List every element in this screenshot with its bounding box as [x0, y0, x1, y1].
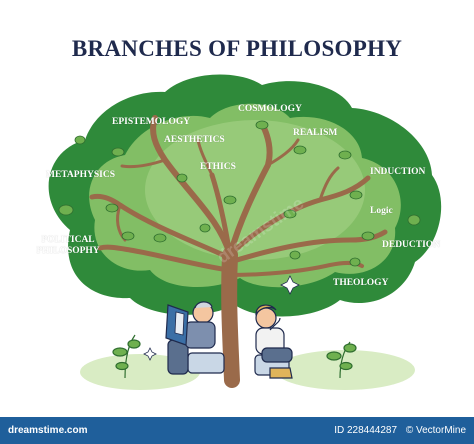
tree-trunk: [89, 115, 388, 388]
plant-left: [112, 334, 141, 379]
branch-label-induction: INDUCTION: [370, 167, 426, 177]
branch-label-political-line2: PHILOSOPHY: [36, 246, 100, 256]
branch-label-theology: THEOLOGY: [333, 278, 389, 288]
branch-label-political-philosophy: POLITICAL PHILOSOPHY: [34, 235, 102, 257]
plant-right: [326, 341, 357, 379]
sparkle-icon: [143, 275, 300, 361]
footer-author: © VectorMine: [405, 425, 466, 436]
branch-label-epistemology: EPISTEMOLOGY: [112, 117, 191, 127]
person-reading: [165, 301, 225, 375]
page-title: BRANCHES OF PHILOSOPHY: [71, 36, 403, 61]
branch-label-ethics: ETHICS: [200, 162, 236, 172]
footer-brand[interactable]: dreamstime.com: [8, 425, 88, 436]
branch-label-realism: REALISM: [293, 128, 338, 138]
footer-meta: ID 228444287 © VectorMine: [328, 425, 466, 436]
branch-label-aesthetics: AESTHETICS: [164, 135, 225, 145]
branch-label-metaphysics: METAPHYSICS: [46, 170, 115, 180]
footer-image-id: ID 228444287: [334, 425, 398, 436]
branch-label-logic: Logic: [370, 206, 393, 216]
leaves: [58, 120, 421, 267]
person-thinking: [254, 304, 293, 379]
branch-label-cosmology: COSMOLOGY: [238, 104, 302, 114]
footer-bar: dreamstime.com ID 228444287 © VectorMine: [0, 417, 474, 444]
branch-label-deduction: DEDUCTION: [382, 240, 441, 250]
branch-label-political-line1: POLITICAL: [41, 235, 95, 245]
